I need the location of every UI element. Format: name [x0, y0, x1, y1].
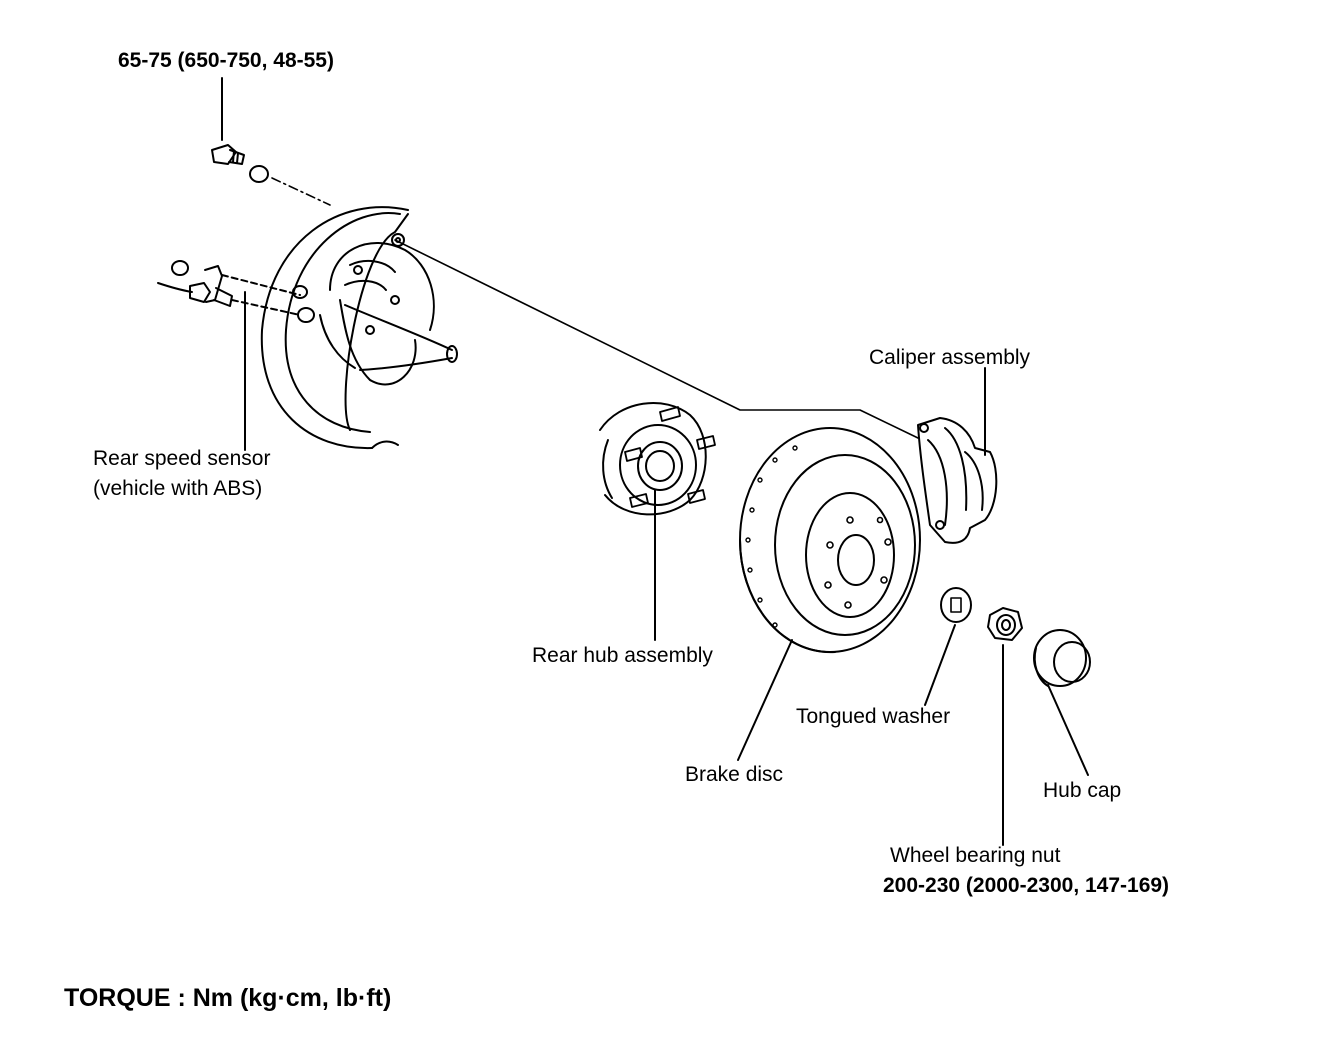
- rear-speed-sensor-note: (vehicle with ABS): [93, 477, 263, 500]
- tongued-washer-icon: [940, 587, 972, 623]
- backing-plate-icon: [260, 206, 409, 450]
- torque-units-legend: TORQUE : Nm (kg·cm, lb·ft): [64, 984, 392, 1012]
- rear-speed-sensor-label: Rear speed sensor: [93, 447, 271, 470]
- bolt-axis-line: [271, 177, 331, 206]
- bolt-torque-label: 65-75 (650-750, 48-55): [118, 49, 334, 72]
- leader-lines: [221, 77, 1089, 846]
- mounting-centre-line: [394, 239, 919, 439]
- wheel-bearing-nut-label: Wheel bearing nut: [890, 844, 1061, 867]
- caliper-assembly-label: Caliper assembly: [869, 346, 1031, 369]
- hub-cap-label: Hub cap: [1043, 779, 1122, 802]
- speed-sensor-icon: [157, 260, 315, 323]
- hub-cap-leader-line: [1047, 684, 1089, 776]
- caliper-icon: [917, 417, 998, 544]
- bolt-washer-icon: [249, 165, 269, 183]
- rear-hub-icon: [599, 402, 716, 516]
- tongued-washer-label: Tongued washer: [796, 705, 951, 728]
- spindle-icon: [319, 242, 458, 386]
- rear-hub-assembly-label: Rear hub assembly: [532, 644, 713, 667]
- bolt-icon: [211, 144, 245, 165]
- wheel-bearing-nut-torque-label: 200-230 (2000-2300, 147-169): [883, 874, 1170, 897]
- brake-disc-label: Brake disc: [685, 763, 784, 786]
- hub-cap-icon: [1033, 629, 1091, 687]
- washer-leader-line: [924, 624, 956, 706]
- brake-disc-icon: [739, 427, 921, 654]
- brake-disc-leader-line: [737, 639, 793, 761]
- wheel-bearing-nut-icon: [987, 607, 1023, 641]
